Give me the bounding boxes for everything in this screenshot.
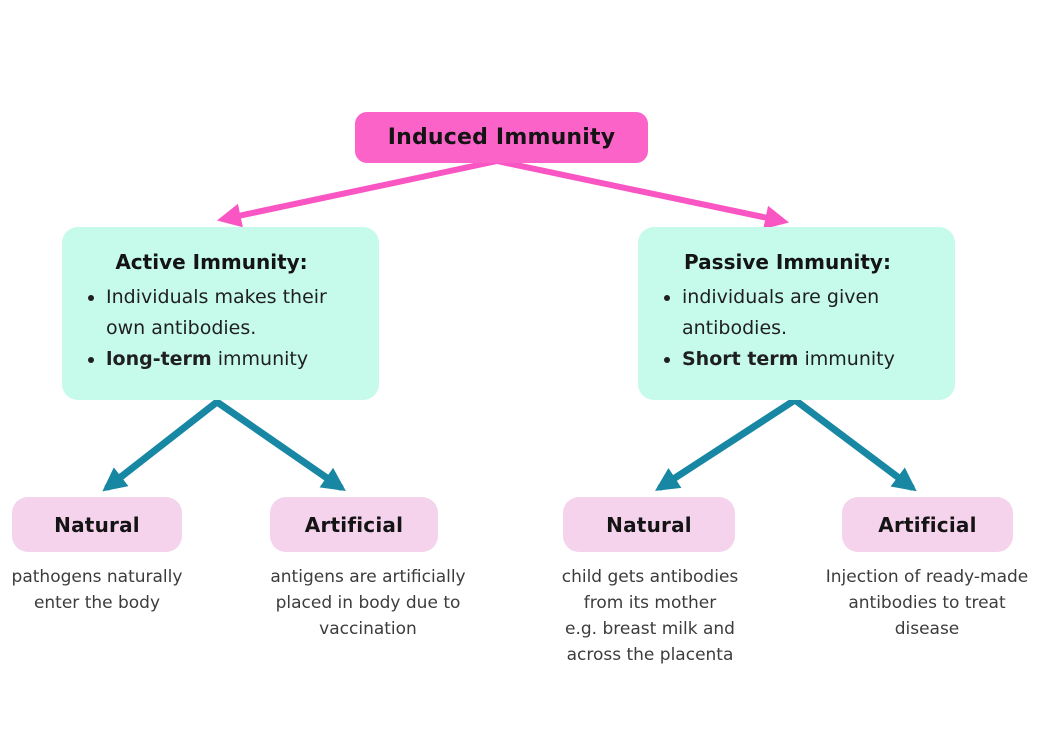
leaf-label: Natural bbox=[54, 512, 140, 537]
leaf-node-active-natural: Natural bbox=[12, 497, 182, 552]
leaf-node-passive-natural: Natural bbox=[563, 497, 735, 552]
arrow-root-to-passive bbox=[494, 158, 790, 230]
branch-bullets-passive: individuals are given antibodies. Short … bbox=[638, 282, 937, 375]
branch-title-passive: Passive Immunity: bbox=[684, 250, 891, 274]
leaf-label: Natural bbox=[606, 512, 692, 537]
bullet-text: immunity bbox=[211, 348, 309, 370]
bullet-bold-text: long-term bbox=[106, 348, 212, 370]
leaf-label: Artificial bbox=[304, 512, 404, 537]
arrow-root-to-active bbox=[216, 158, 500, 228]
bullet-text: Individuals makes their own antibodies. bbox=[106, 286, 327, 339]
leaf-description-active-artificial: antigens are artificially placed in body… bbox=[270, 567, 466, 639]
branch-title-active: Active Immunity: bbox=[115, 250, 308, 274]
branch-node-passive-immunity: Passive Immunity: individuals are given … bbox=[638, 227, 955, 400]
bullet-item: long-term immunity bbox=[106, 344, 361, 375]
root-node-label: Induced Immunity bbox=[387, 125, 616, 150]
bullet-text: individuals are given antibodies. bbox=[682, 286, 880, 339]
root-node: Induced Immunity bbox=[355, 112, 648, 163]
arrow-passive-to-natural bbox=[655, 396, 799, 491]
leaf-node-passive-artificial: Artificial bbox=[842, 497, 1013, 552]
bullet-bold-text: Short term bbox=[682, 348, 799, 370]
bullet-item: Individuals makes their own antibodies. bbox=[106, 282, 361, 344]
bullet-item: Short term immunity bbox=[682, 344, 937, 375]
leaf-description-passive-artificial: Injection of ready-made antibodies to tr… bbox=[825, 567, 1029, 639]
branch-node-active-immunity: Active Immunity: Individuals makes their… bbox=[62, 227, 379, 400]
leaf-description-passive-natural: child gets antibodies from its mother e.… bbox=[561, 567, 739, 665]
bullet-text: immunity bbox=[798, 348, 895, 370]
arrow-passive-to-artificial bbox=[791, 396, 917, 492]
arrow-active-to-artificial bbox=[213, 398, 346, 492]
leaf-node-active-artificial: Artificial bbox=[270, 497, 438, 552]
arrow-active-to-natural bbox=[102, 398, 221, 492]
bullet-item: individuals are given antibodies. bbox=[682, 282, 937, 344]
leaf-description-active-natural: pathogens naturally enter the body bbox=[11, 567, 183, 613]
leaf-label: Artificial bbox=[878, 512, 977, 537]
branch-bullets-active: Individuals makes their own antibodies. … bbox=[62, 282, 361, 375]
